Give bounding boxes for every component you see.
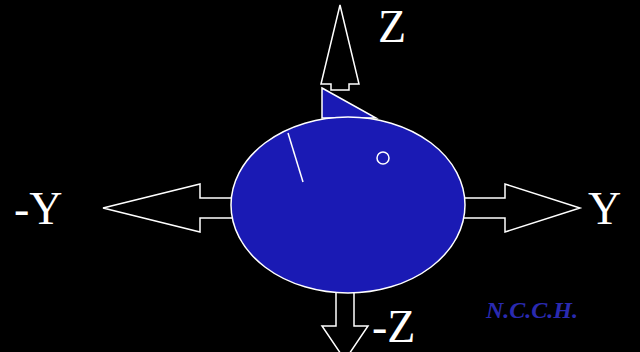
body-ellipse [231, 117, 465, 293]
fin [322, 88, 376, 118]
axis-arrow [322, 290, 368, 352]
axis-arrow [321, 5, 359, 90]
axis-label: -Y [14, 186, 63, 232]
axis-arrow [103, 184, 234, 232]
axis-arrow [462, 184, 580, 232]
axis-label: Y [588, 186, 621, 232]
axis-label: Z [378, 4, 406, 50]
axis-label: -Z [372, 304, 415, 350]
watermark: N.C.C.H. [486, 298, 578, 322]
eye [377, 152, 389, 164]
gill-line [288, 133, 303, 182]
